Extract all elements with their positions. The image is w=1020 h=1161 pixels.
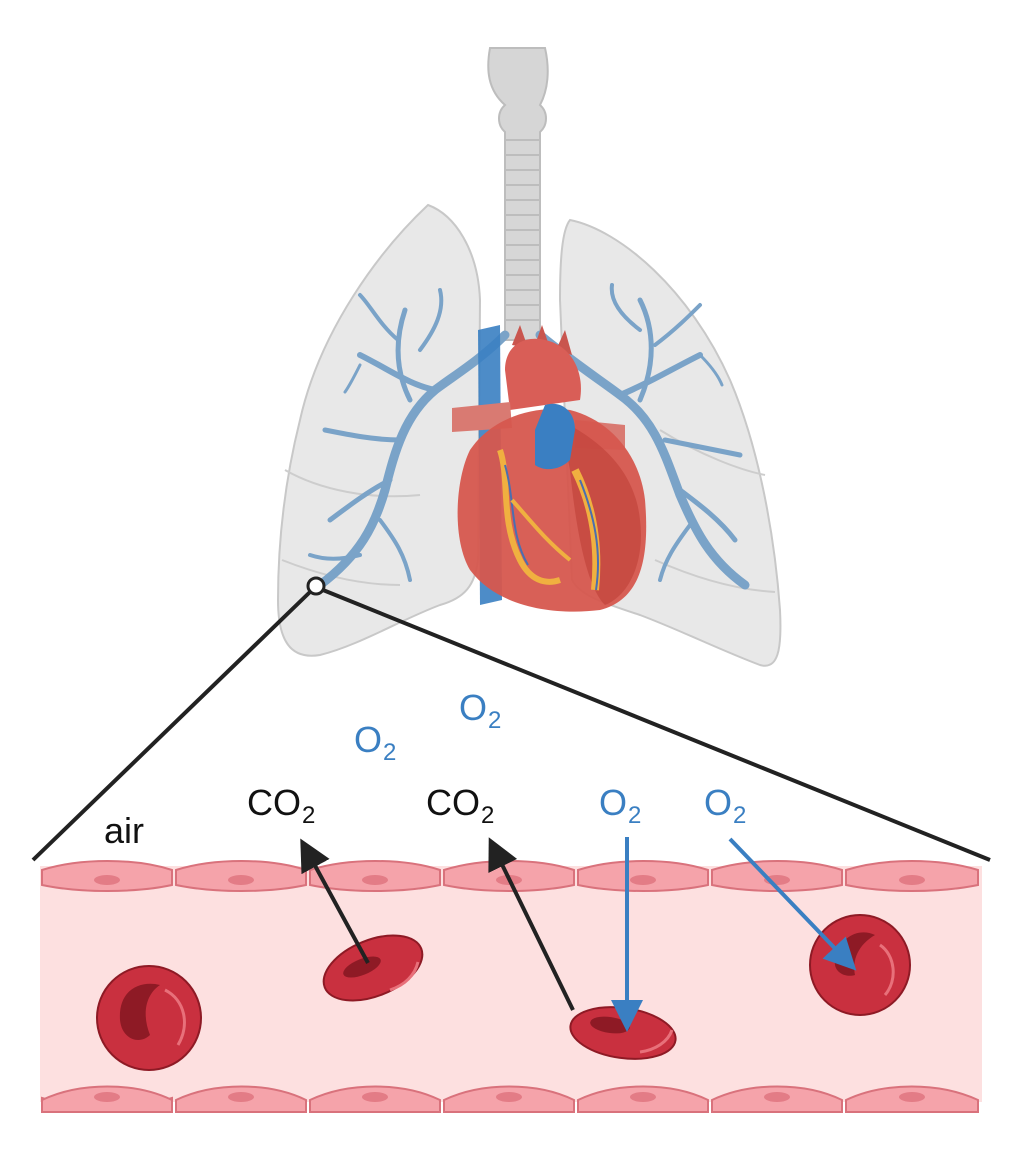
trachea-icon [487,47,549,341]
co2-arrow [488,837,575,1011]
co2-label: CO2 [426,782,495,829]
o2-arrow [728,837,857,971]
red-blood-cell-icon [96,965,202,1071]
zoom-marker [306,576,326,596]
zoom-line-left [31,590,312,862]
bronchi-icon [308,283,750,590]
o2-label: O2 [354,719,397,766]
air-label: air [104,810,145,851]
red-blood-cell-icon [322,934,424,1002]
co2-arrow [300,838,370,964]
heart-icon [452,325,647,612]
o2-label: O2 [704,782,747,829]
o2-label: O2 [599,782,642,829]
o2-label: O2 [459,687,502,734]
co2-label: CO2 [247,782,316,829]
red-blood-cell-icon [809,914,911,1016]
zoom-line-right [322,588,991,862]
